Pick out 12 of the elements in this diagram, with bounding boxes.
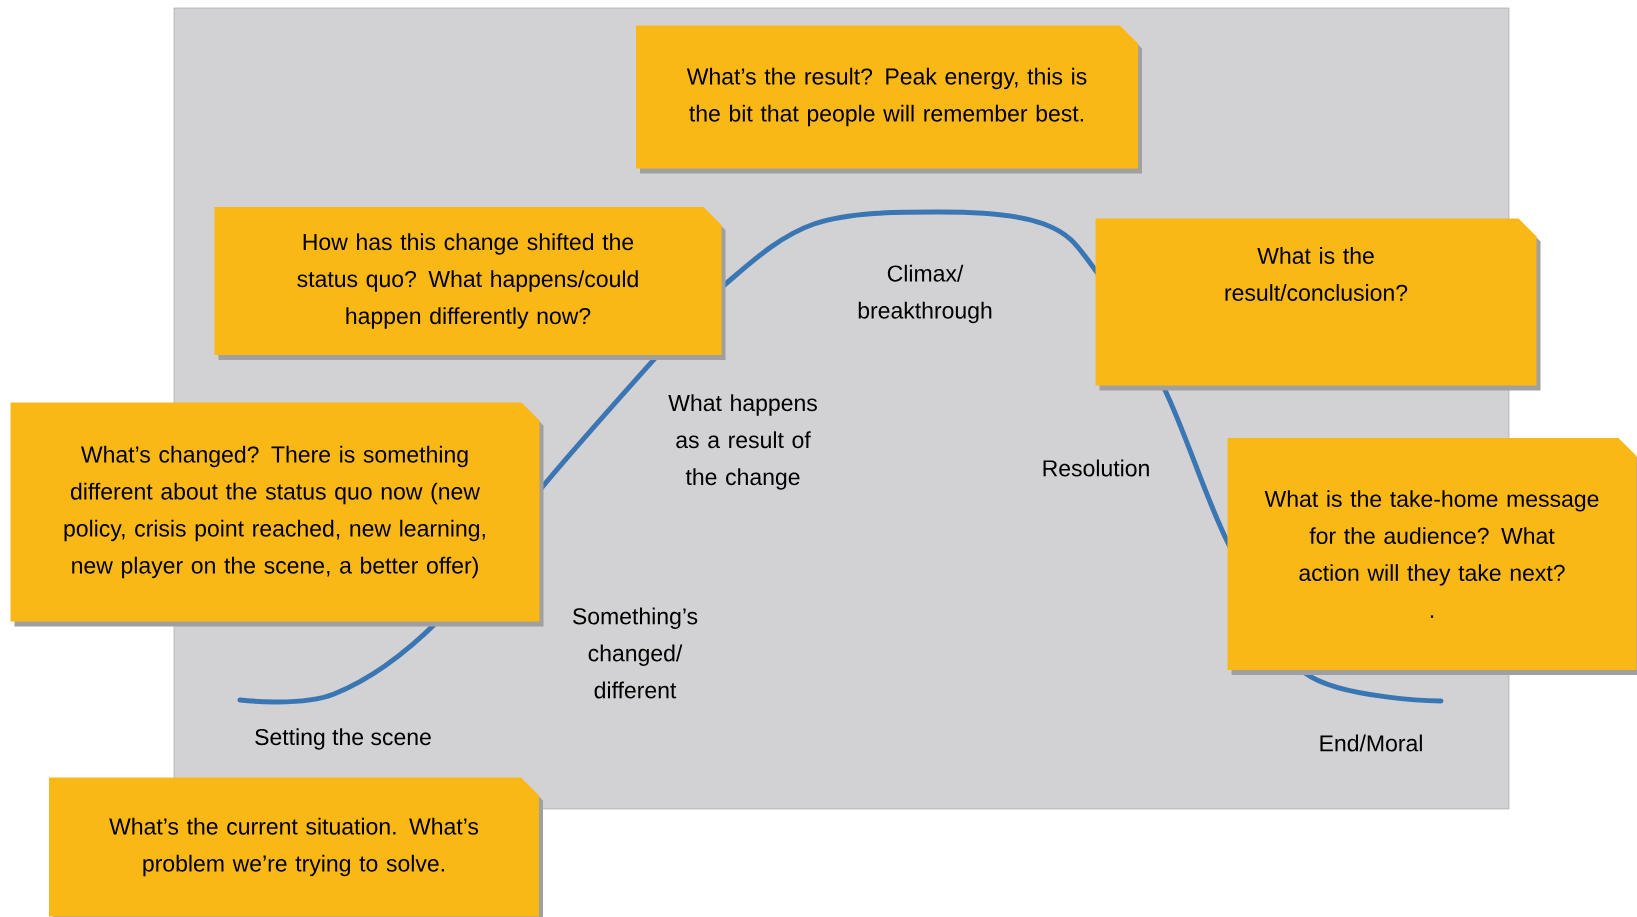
stage-label: What happens as a result of the change (668, 394, 817, 490)
sticky-note: What’s the current situation. What’s problem we’re trying to solve. (49, 777, 543, 917)
stage-label: Something’s changed/ different (573, 607, 698, 699)
sticky-note: What’s changed? There is something different about the status quo now (new policy, crisis point reached, new learning, new player on the scene, a better offer) (10, 402, 544, 627)
sticky-note: How has this change shifted the status quo? What happens/could happen differently now? (214, 207, 726, 360)
stage-label: Climax/ breakthrough (858, 264, 992, 324)
sticky-note: What is the take-home message for the audience? What action will they take next? . (1227, 438, 1637, 675)
stage-label: Setting the scene (255, 728, 431, 750)
stage-label: End/Moral (1320, 734, 1422, 752)
stage-label: Resolution (1043, 459, 1149, 477)
sticky-note: What is the result/conclusion? (1095, 218, 1541, 391)
sticky-note: What’s the result? Peak energy, this is the bit that people will remember best. (636, 25, 1142, 174)
